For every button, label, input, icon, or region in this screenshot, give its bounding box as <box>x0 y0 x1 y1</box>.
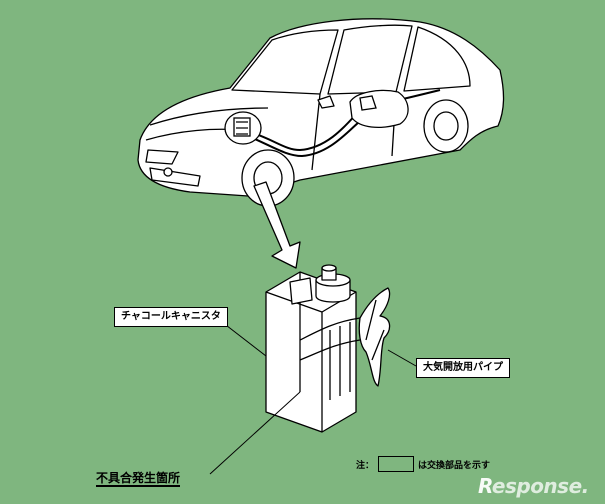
leader-lines <box>209 321 417 475</box>
note-suffix: は交換部品を示す <box>418 460 491 471</box>
canister-label: チャコールキャニスタ <box>114 307 228 327</box>
note-prefix: 注： <box>356 460 375 471</box>
car-illustration <box>137 18 505 207</box>
pointer-arrow <box>253 181 301 269</box>
canister-location-small <box>224 111 262 145</box>
replacement-legend-box <box>378 456 415 472</box>
fuel-tank <box>349 89 409 129</box>
charcoal-canister-detail <box>265 264 391 433</box>
response-watermark: Response. <box>478 474 589 498</box>
replacement-note: 注： は交換部品を示す <box>356 456 490 472</box>
defect-location-label: 不具合発生箇所 <box>96 471 181 487</box>
watermark-lead: R <box>478 474 492 498</box>
vent-pipe-label: 大気開放用パイプ <box>416 358 510 378</box>
watermark-rest: esponse. <box>491 474 589 498</box>
